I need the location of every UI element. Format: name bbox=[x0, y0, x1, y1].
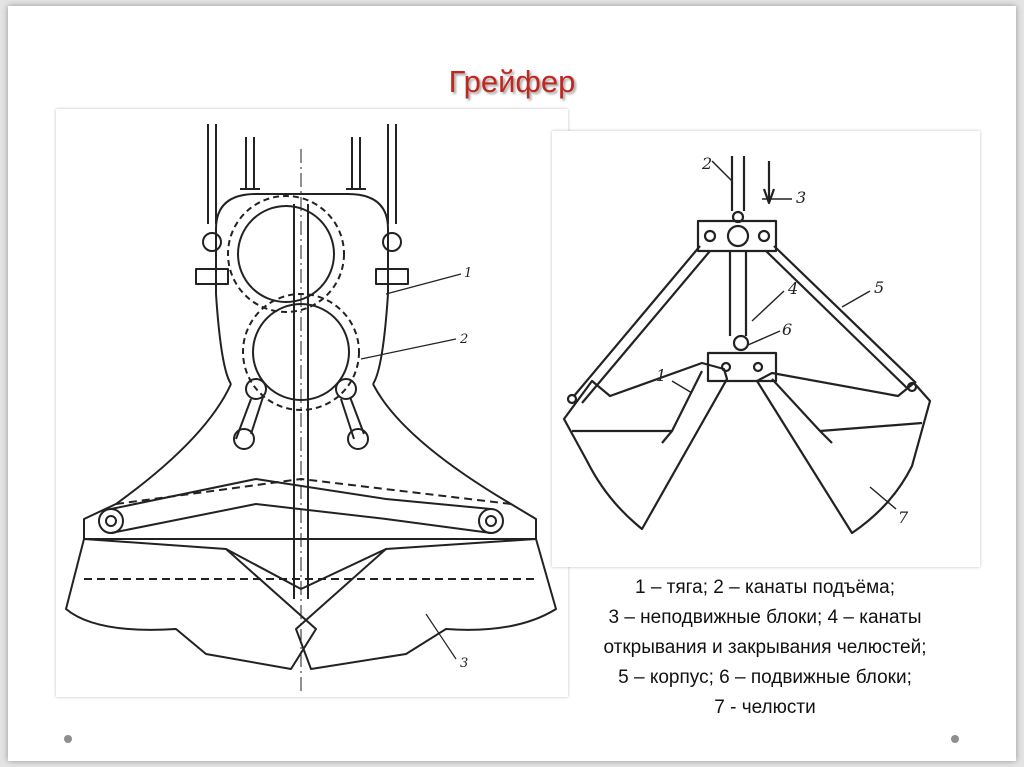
grab-assembly-drawing: 1 2 3 bbox=[56, 109, 568, 697]
callout-5: 5 bbox=[874, 278, 884, 297]
callout-4: 4 bbox=[787, 279, 798, 298]
dot-icon bbox=[64, 735, 72, 743]
grab-schematic-svg: 2 3 4 5 6 1 7 bbox=[562, 154, 932, 535]
legend-line: открывания и закрывания челюстей; bbox=[603, 637, 927, 658]
legend-line: 1 – тяга; 2 – канаты подъёма; bbox=[634, 577, 896, 598]
grab-assembly-svg: 1 2 3 bbox=[65, 124, 557, 694]
legend-caption: 1 – тяга; 2 – канаты подъёма; 3 – неподв… bbox=[560, 573, 970, 723]
legend-line: 5 – корпус; 6 – подвижные блоки; bbox=[618, 667, 912, 688]
housing-arm-right bbox=[765, 245, 917, 390]
callout-1: 1 bbox=[656, 366, 666, 385]
callout-2: 2 bbox=[701, 154, 712, 173]
legend-line: 3 – неподвижные блоки; 4 – канаты bbox=[608, 607, 922, 628]
jaw-right bbox=[755, 371, 932, 535]
right-jaw bbox=[295, 538, 557, 670]
callout-7: 7 bbox=[898, 508, 909, 527]
callout-6: 6 bbox=[782, 320, 792, 339]
housing-arm-left bbox=[573, 245, 711, 404]
slide: Грейфер bbox=[8, 6, 1016, 761]
jaw-left bbox=[562, 361, 729, 531]
dot-icon bbox=[951, 735, 959, 743]
grab-body bbox=[83, 383, 537, 540]
callout-3: 3 bbox=[796, 188, 806, 207]
left-jaw bbox=[65, 538, 317, 670]
page-title: Грейфер bbox=[448, 64, 576, 99]
legend-line: 7 - челюсти bbox=[714, 697, 816, 718]
rope-rods bbox=[195, 124, 409, 285]
callout-1: 1 bbox=[464, 266, 472, 281]
callout-2: 2 bbox=[459, 332, 468, 347]
upper-housing bbox=[215, 193, 389, 294]
callout-3: 3 bbox=[460, 656, 468, 671]
grab-schematic-drawing: 2 3 4 5 6 1 7 bbox=[552, 131, 980, 567]
